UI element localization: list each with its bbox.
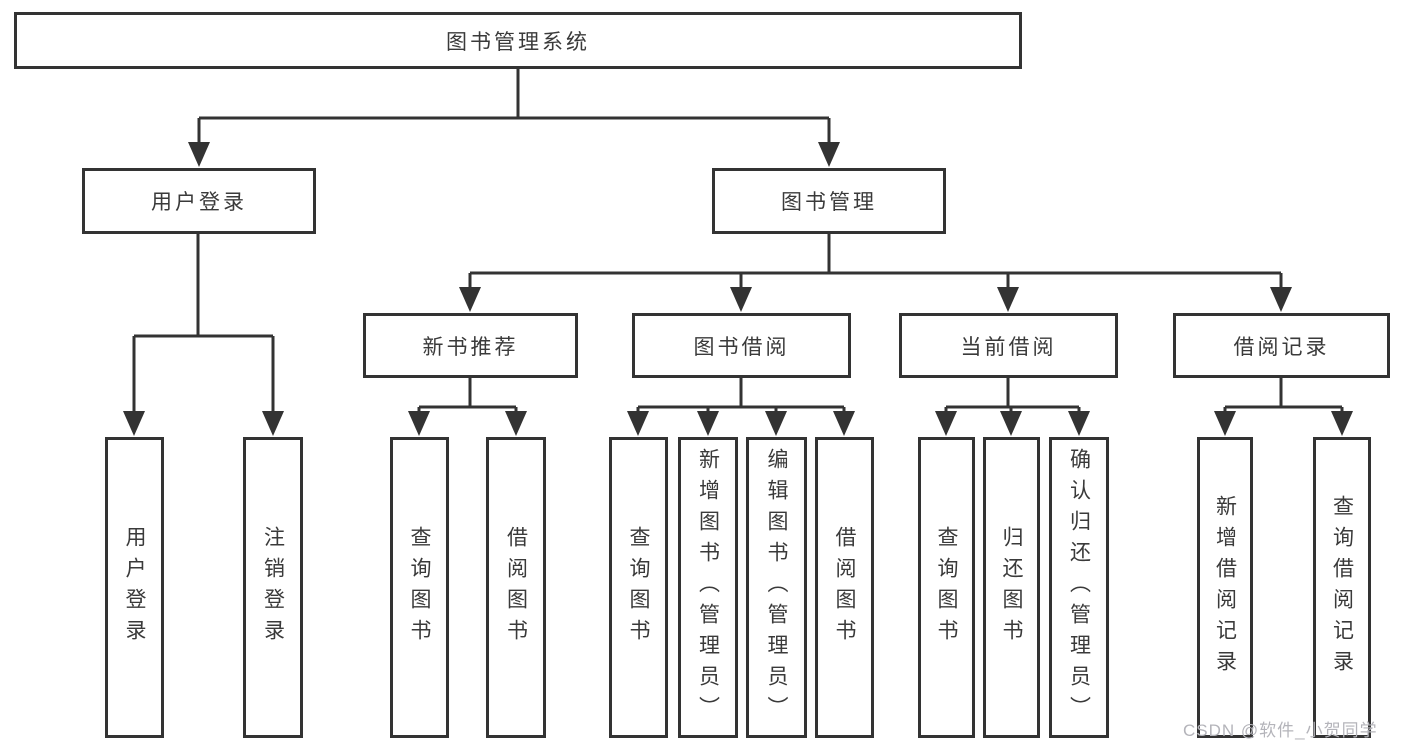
- node-query-books-current: 查询图书: [918, 437, 975, 738]
- node-book-management: 图书管理: [712, 168, 946, 234]
- node-user-login: 用户登录: [82, 168, 316, 234]
- node-borrow-books-leaf: 借阅图书: [815, 437, 874, 738]
- node-current-borrow: 当前借阅: [899, 313, 1118, 378]
- node-borrow-books-recommend: 借阅图书: [486, 437, 546, 738]
- node-library-management-system: 图书管理系统: [14, 12, 1022, 69]
- node-book-borrow: 图书借阅: [632, 313, 851, 378]
- node-query-books-borrow: 查询图书: [609, 437, 668, 738]
- node-new-book-recommend: 新书推荐: [363, 313, 578, 378]
- node-logout-leaf: 注销登录: [243, 437, 303, 738]
- node-add-book-admin: 新增图书（管理员）: [678, 437, 738, 738]
- node-confirm-return-admin: 确认归还（管理员）: [1049, 437, 1109, 738]
- node-edit-book-admin: 编辑图书（管理员）: [746, 437, 807, 738]
- node-return-books: 归还图书: [983, 437, 1040, 738]
- node-query-borrow-record: 查询借阅记录: [1313, 437, 1371, 738]
- csdn-watermark: CSDN @软件_小贺同学: [1183, 721, 1378, 740]
- node-user-login-leaf: 用户登录: [105, 437, 164, 738]
- node-borrow-records: 借阅记录: [1173, 313, 1390, 378]
- node-add-borrow-record: 新增借阅记录: [1197, 437, 1253, 738]
- node-query-books-recommend: 查询图书: [390, 437, 449, 738]
